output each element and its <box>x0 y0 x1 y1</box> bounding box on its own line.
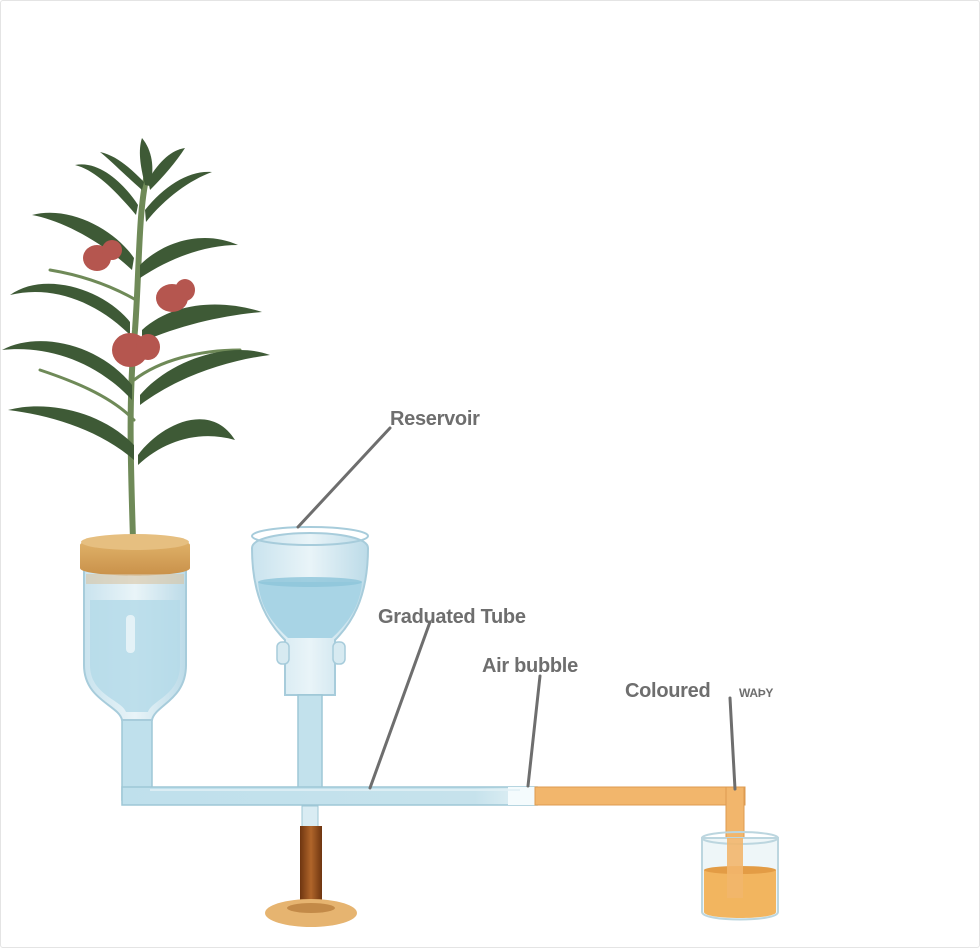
air-bubble <box>508 787 538 805</box>
reservoir <box>250 526 370 801</box>
stopcock-right <box>332 641 346 665</box>
reservoir-stem <box>297 694 323 801</box>
label-reservoir: Reservoir <box>390 408 480 430</box>
plant-flask <box>80 534 190 801</box>
stand-rod <box>300 826 322 906</box>
tube-coloured-section <box>534 786 746 806</box>
label-graduated-tube: Graduated Tube <box>378 606 526 628</box>
reservoir-water <box>258 582 362 638</box>
plant-flowers <box>83 240 195 367</box>
label-coloured-water-suffix: WAÞY <box>739 686 773 700</box>
labels: Reservoir Graduated Tube Air bubble Colo… <box>378 408 774 702</box>
stopcock-left <box>276 641 290 665</box>
graduated-tube <box>121 786 746 898</box>
leader-lines <box>296 426 737 791</box>
label-air-bubble: Air bubble <box>482 655 578 677</box>
leader-graduated-tube <box>368 620 432 790</box>
leader-reservoir <box>296 426 392 529</box>
plant <box>2 138 270 543</box>
plant-stem <box>38 167 242 543</box>
stand <box>265 805 357 927</box>
leader-air-bubble <box>526 674 542 788</box>
beaker <box>701 831 779 921</box>
leader-coloured-water <box>728 696 737 791</box>
plant-leaves <box>2 138 270 465</box>
label-coloured-water: Coloured <box>625 680 710 702</box>
